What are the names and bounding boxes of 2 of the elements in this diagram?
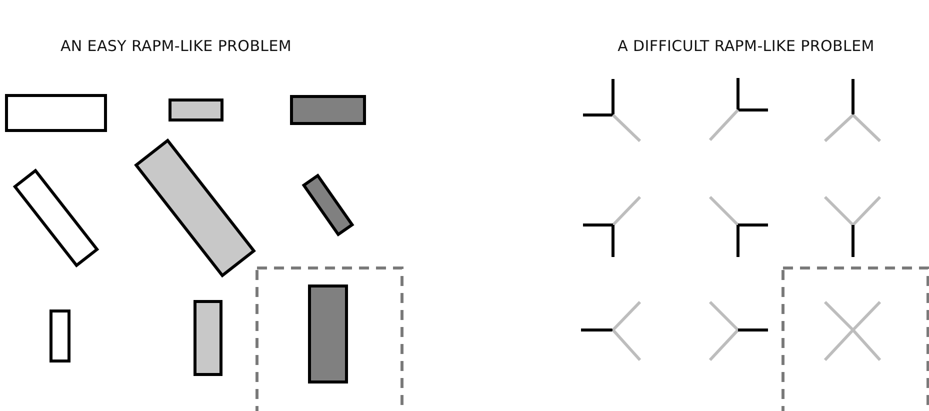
panel-title: AN EASY RAPM-LIKE PROBLEM (60, 37, 292, 55)
panel-title: A DIFFICULT RAPM-LIKE PROBLEM (618, 37, 874, 55)
